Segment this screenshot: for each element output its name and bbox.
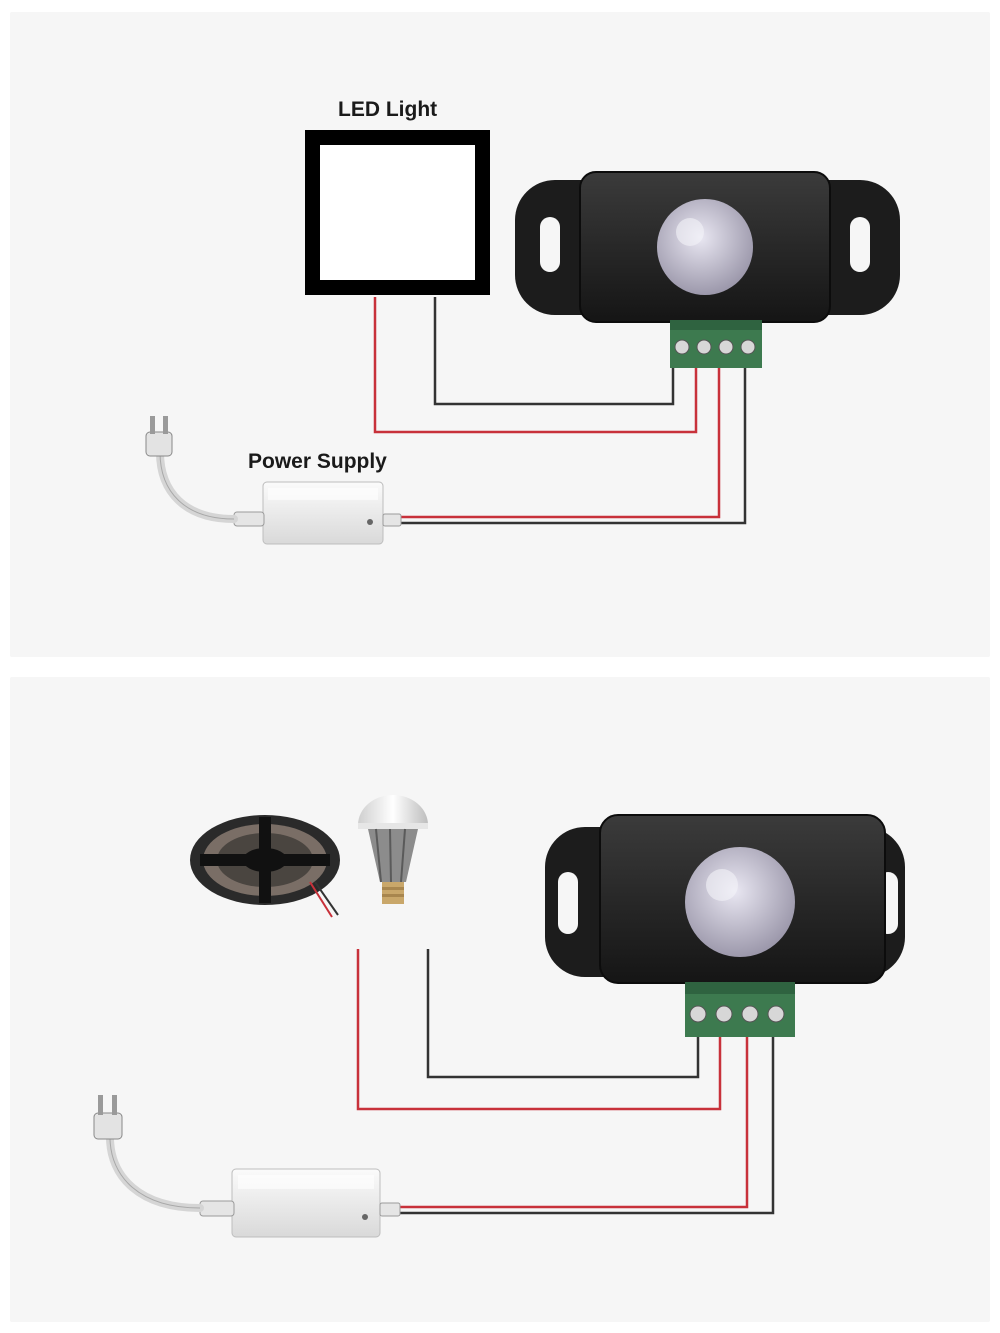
- power-supply: [93, 1095, 401, 1238]
- pir-motion-sensor: [545, 814, 905, 1037]
- black-wire-power: [400, 368, 747, 525]
- red-wire-load: [356, 949, 722, 1111]
- sensor-dome: [685, 847, 795, 957]
- pir-motion-sensor: [515, 171, 900, 368]
- black-wire-power: [400, 1037, 775, 1215]
- terminal-block: [685, 982, 795, 1037]
- led-light-label: LED Light: [338, 98, 438, 121]
- red-wire-led: [373, 297, 698, 434]
- wires: [356, 949, 775, 1215]
- sensor-dome: [657, 199, 753, 295]
- black-wire-led: [433, 297, 675, 406]
- led-bulb-icon: [358, 795, 428, 904]
- red-wire-power: [400, 1037, 749, 1209]
- wires: [373, 297, 747, 525]
- red-wire-power: [400, 368, 721, 519]
- led-light-panel: [305, 130, 490, 295]
- ac-plug-icon: [93, 1095, 123, 1140]
- terminal-block: [670, 320, 762, 368]
- bottom-wiring-diagram: [10, 677, 990, 1322]
- top-diagram-canvas: [145, 130, 900, 545]
- ac-plug-icon: [145, 416, 173, 457]
- top-wiring-diagram: LED Light Power Supply: [10, 12, 990, 657]
- power-supply-label: Power Supply: [248, 450, 387, 473]
- power-supply: [145, 416, 402, 545]
- bottom-diagram-canvas: [93, 795, 905, 1238]
- black-wire-load: [426, 949, 700, 1079]
- led-strip-reel-icon: [190, 815, 340, 918]
